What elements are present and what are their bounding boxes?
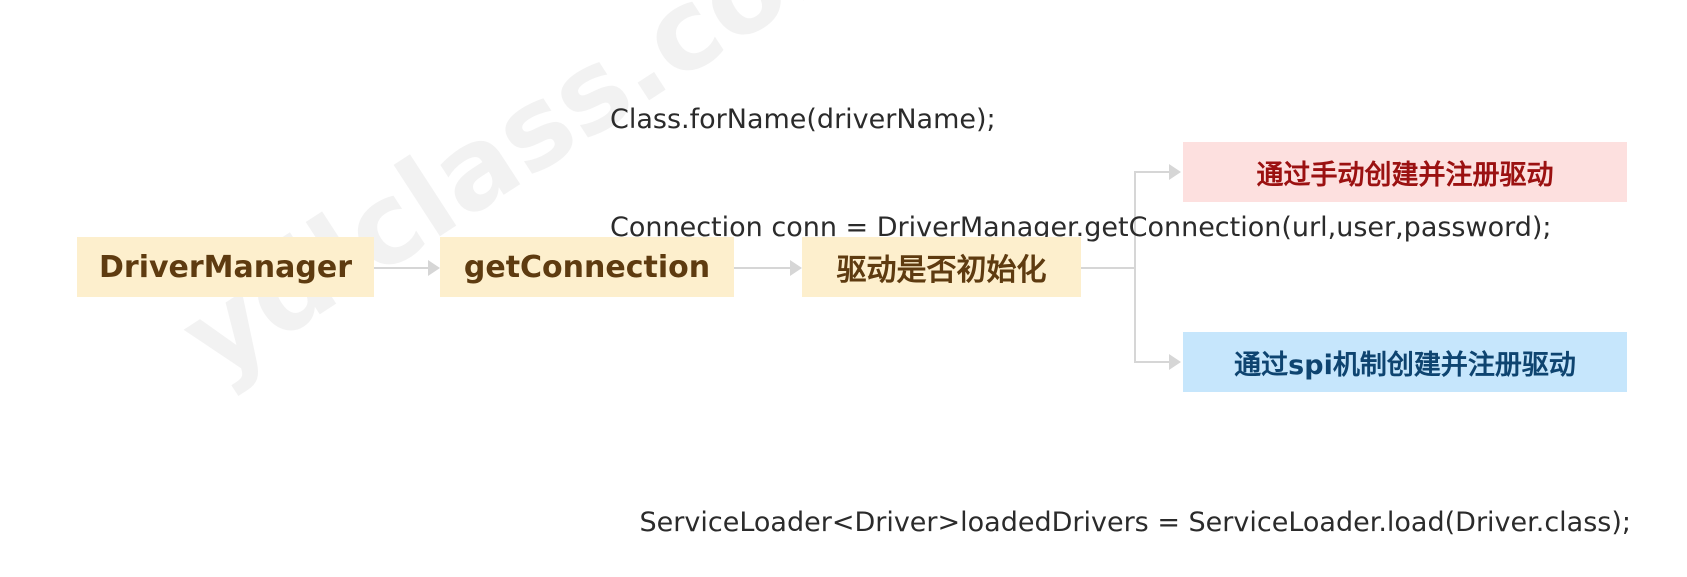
node-driver-manager-label: DriverManager [99,249,352,285]
code-line-serviceloader: ServiceLoader<Driver>loadedDrivers = Ser… [639,507,1631,538]
node-driver-init-check-label: 驱动是否初始化 [836,253,1047,288]
node-spi-register: 通过spi机制创建并注册驱动 [1183,332,1627,392]
node-spi-register-label: 通过spi机制创建并注册驱动 [1234,349,1576,381]
node-get-connection-label: getConnection [463,249,711,285]
node-manual-register-label: 通过手动创建并注册驱动 [1256,159,1554,191]
arrowhead-init-check [790,260,802,276]
branch-to-manual [1134,171,1171,268]
node-driver-manager: DriverManager [77,237,374,297]
arrowhead-spi [1169,354,1181,370]
branch-to-spi [1134,268,1171,363]
connector-lines [374,164,1181,370]
node-manual-register: 通过手动创建并注册驱动 [1183,142,1627,202]
node-driver-init-check: 驱动是否初始化 [802,237,1081,297]
node-get-connection: getConnection [440,237,734,297]
arrowhead-getconnection [428,260,440,276]
code-line-forname: Class.forName(driverName); [610,104,996,135]
code-snippet-bottom: ServiceLoader<Driver>loadedDrivers = Ser… [640,433,1631,577]
arrowhead-manual [1169,164,1181,180]
